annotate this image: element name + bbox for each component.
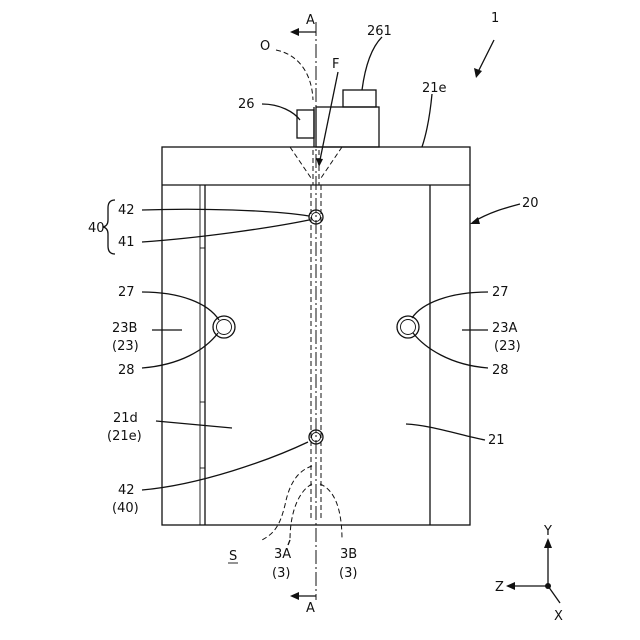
device-261	[343, 90, 376, 107]
label-28-left: 28	[118, 363, 135, 378]
leader-28-right	[413, 333, 488, 368]
label-27-right: 27	[492, 285, 509, 300]
leader-20-arrow	[470, 217, 480, 224]
label-3a-sub: (3)	[272, 566, 290, 581]
label-261: 261	[367, 24, 392, 39]
label-a-top: A	[306, 13, 315, 28]
leader-27-right	[412, 292, 488, 318]
sheet-3a-curve	[290, 484, 312, 540]
label-23a-sub: (23)	[494, 339, 521, 354]
label-s: S	[229, 549, 237, 564]
label-20: 20	[522, 196, 539, 211]
label-27-left: 27	[118, 285, 135, 300]
leader-21	[406, 424, 485, 440]
port-28-left	[217, 320, 232, 335]
leader-21d	[156, 421, 232, 428]
label-26: 26	[238, 97, 255, 112]
axis-y-arrow	[544, 538, 552, 548]
label-42-bottom-sub: (40)	[112, 501, 139, 516]
label-42-bottom: 42	[118, 483, 135, 498]
label-3a: 3A	[274, 547, 291, 562]
label-23b: 23B	[112, 321, 137, 336]
device-body	[316, 107, 379, 147]
label-axis-x: X	[554, 609, 563, 624]
label-o: O	[260, 39, 270, 54]
label-a-bottom: A	[306, 601, 315, 616]
leader-21e	[422, 94, 432, 147]
leader-42-bottom	[142, 442, 308, 490]
brace-40	[103, 200, 115, 254]
cone-left	[290, 147, 311, 178]
sheet-s-curve	[262, 466, 312, 540]
leader-3a	[288, 540, 290, 545]
nozzle-26	[297, 110, 314, 138]
label-21e: 21e	[422, 81, 447, 96]
section-arrowhead-bottom	[290, 592, 299, 600]
leader-f-arrow	[316, 158, 323, 167]
label-42-top: 42	[118, 203, 135, 218]
label-3b-sub: (3)	[339, 566, 357, 581]
label-21d-sub: (21e)	[107, 429, 142, 444]
label-40: 40	[88, 221, 105, 236]
label-28-right: 28	[492, 363, 509, 378]
leader-27-left	[142, 292, 219, 320]
leader-42-top	[142, 209, 309, 216]
label-axis-y: Y	[543, 524, 552, 539]
axis-z-arrow	[506, 582, 515, 590]
label-23a: 23A	[492, 321, 518, 336]
cone-right	[321, 147, 342, 178]
label-1: 1	[491, 11, 499, 26]
axis-x-line	[548, 586, 560, 603]
leader-20	[473, 204, 520, 222]
leader-261	[362, 37, 382, 90]
label-23b-sub: (23)	[112, 339, 139, 354]
leader-28-left	[142, 333, 218, 368]
section-arrowhead-top	[290, 28, 299, 36]
leader-41	[142, 220, 309, 242]
sheet-3b-curve	[320, 484, 342, 540]
leader-26	[262, 104, 300, 120]
label-21: 21	[488, 433, 505, 448]
leader-1-arrow	[474, 68, 482, 78]
label-axis-z: Z	[495, 580, 504, 595]
leader-o	[276, 50, 313, 100]
label-21d: 21d	[113, 411, 138, 426]
label-3b: 3B	[340, 547, 357, 562]
label-f: F	[332, 57, 339, 72]
port-28-right	[401, 320, 416, 335]
leader-1	[478, 40, 494, 72]
label-41: 41	[118, 235, 135, 250]
